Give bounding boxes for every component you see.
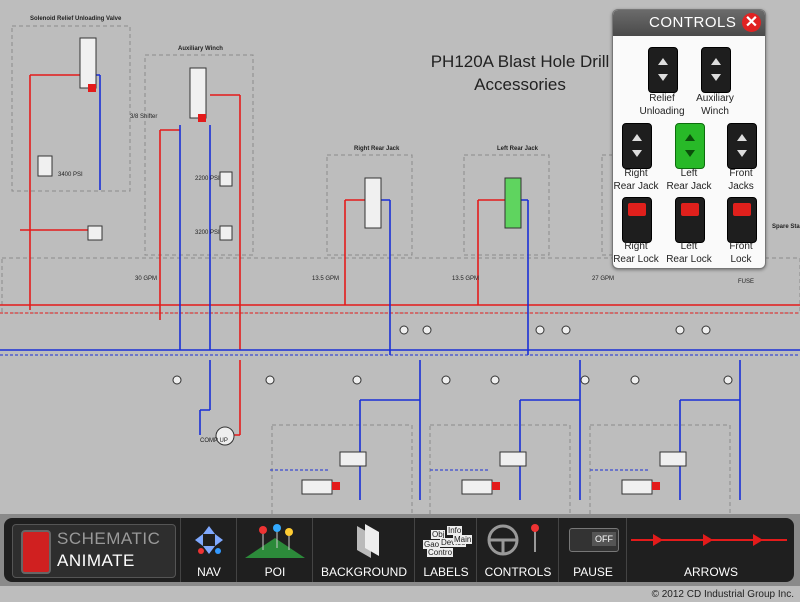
nav-label: NAV — [197, 565, 221, 579]
labels-tags-icon: Obj Info Gao Device Main Contro — [423, 526, 473, 557]
auxiliary-winch-switch[interactable] — [701, 47, 731, 93]
arrows-label: ARROWS — [684, 565, 738, 579]
label-right-rear-jack: Right Rear Jack — [354, 146, 400, 152]
right-rear-jack-switch[interactable] — [622, 123, 652, 169]
pause-toggle-icon: OFF — [569, 528, 619, 552]
background-label: BACKGROUND — [320, 565, 407, 579]
label-shifter: 3/8 Shifter — [130, 114, 158, 120]
relief-unloading-switch[interactable] — [648, 47, 678, 93]
copyright: © 2012 CD Industrial Group Inc. — [651, 589, 794, 600]
label-gpm-27: 27 GPM — [592, 276, 615, 282]
animate-label: ANIMATE — [57, 551, 135, 570]
label-gpm-30: 30 GPM — [135, 276, 158, 282]
controls-label: CONTROLS — [484, 565, 552, 579]
front-jacks-switch[interactable] — [727, 123, 757, 169]
label-fuse: FUSE — [738, 279, 755, 285]
flow-arrows-icon — [631, 534, 787, 546]
nav-button[interactable]: NAV — [180, 518, 237, 582]
label-solenoid-relief: Solenoid Relief Unloading Valve — [30, 16, 122, 22]
off-indicator: OFF — [592, 532, 616, 546]
left-rear-jack-switch[interactable] — [675, 123, 705, 169]
title-line1: PH120A Blast Hole Drill — [430, 52, 610, 71]
pause-label: PAUSE — [573, 565, 613, 579]
label-left-rear-jack: Left Rear Jack — [497, 146, 539, 152]
toolbar-inner: SCHEMATIC ANIMATE NAV POI BAC — [4, 518, 794, 582]
label-aux-winch: Auxiliary Winch — [178, 46, 223, 52]
label-gpm-135a: 13.5 GPM — [312, 276, 340, 282]
label-psi-2200: 2200 PSI — [195, 176, 220, 182]
label-psi-3200: 3200 PSI — [195, 230, 220, 236]
title-line2: Accessories — [474, 75, 566, 94]
pause-button[interactable]: OFF PAUSE — [558, 518, 627, 582]
labels-label: LABELS — [423, 565, 469, 579]
poi-button[interactable]: POI — [236, 518, 313, 582]
controls-panel-title: CONTROLS — [613, 10, 765, 36]
left-rear-lock-switch[interactable] — [675, 197, 705, 243]
labels-button[interactable]: Obj Info Gao Device Main Contro LABELS — [414, 518, 477, 582]
steering-wheel-icon — [487, 524, 539, 556]
poi-pins-icon — [245, 524, 305, 558]
background-layers-icon — [357, 524, 379, 558]
label-comp: COMP UP — [200, 438, 228, 444]
animate-toggle-icon — [21, 530, 51, 574]
poi-label: POI — [264, 565, 286, 579]
controls-button[interactable]: CONTROLS — [476, 518, 559, 582]
label-gpm-135b: 13.5 GPM — [452, 276, 480, 282]
page-title: PH120A Blast Hole Drill Accessories — [420, 50, 620, 96]
schematic-label: SCHEMATIC — [57, 529, 161, 548]
front-lock-switch[interactable] — [727, 197, 757, 243]
arrows-button[interactable]: ARROWS — [626, 518, 795, 582]
nav-arrows-icon — [195, 526, 223, 554]
schematic-animate-toggle[interactable]: SCHEMATIC ANIMATE — [12, 524, 176, 578]
background-button[interactable]: BACKGROUND — [312, 518, 415, 582]
right-rear-lock-switch[interactable] — [622, 197, 652, 243]
label-psi-3400: 3400 PSI — [58, 172, 83, 178]
bottom-toolbar: SCHEMATIC ANIMATE NAV POI BAC — [0, 514, 800, 586]
close-icon[interactable]: ✕ — [742, 13, 761, 32]
label-spare: Spare Sta — [772, 224, 800, 230]
